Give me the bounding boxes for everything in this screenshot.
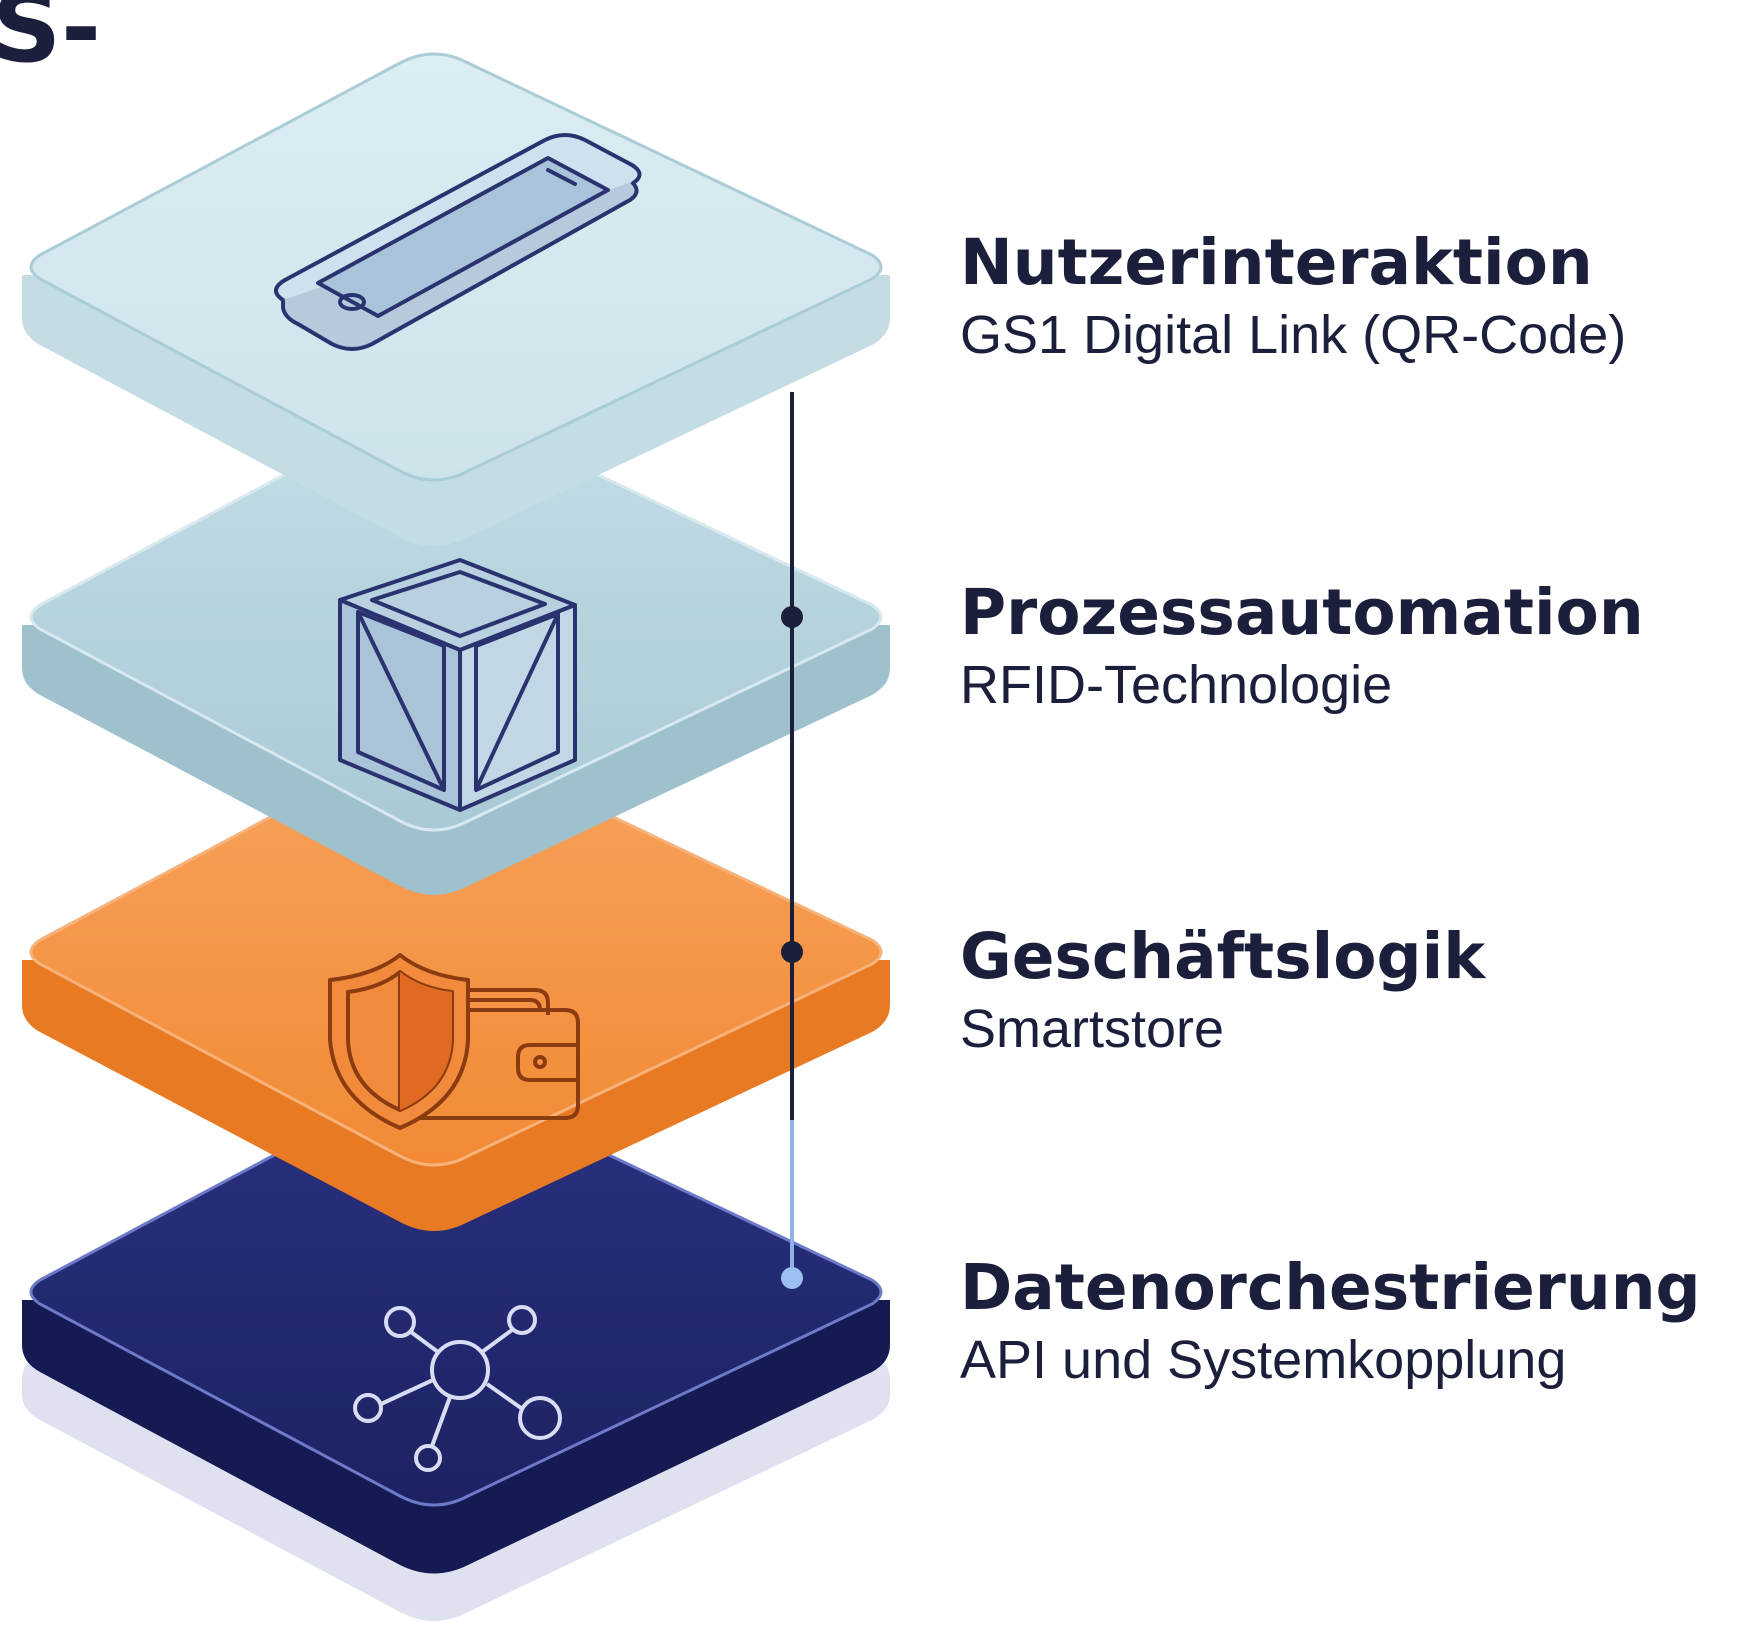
layer-label-datenorchestrierung: Datenorchestrierung API und Systemkopplu… (960, 1253, 1701, 1393)
connector-dot (781, 606, 803, 628)
layer-title: Datenorchestrierung (960, 1251, 1701, 1324)
layer-geschaeftslogik (22, 737, 890, 1231)
network-hub-icon (353, 1305, 562, 1472)
smartphone-icon (274, 133, 642, 351)
shield-wallet-icon (328, 953, 580, 1130)
connector-dot (781, 941, 803, 963)
layer-title: Geschäftslogik (960, 920, 1486, 993)
crate-icon (338, 558, 577, 812)
layer-subtitle: API und Systemkopplung (960, 1330, 1567, 1391)
layer-subtitle: Smartstore (960, 999, 1225, 1060)
layer-subtitle: RFID-Technologie (960, 655, 1393, 716)
layer-prozessautomation (22, 402, 890, 895)
layer-label-nutzerinteraktion: Nutzerinteraktion GS1 Digital Link (QR-C… (960, 228, 1626, 368)
layer-subtitle: GS1 Digital Link (QR-Code) (960, 305, 1627, 366)
connector-dot (781, 1267, 803, 1289)
connector-line (781, 392, 803, 1289)
layer-label-prozessautomation: Prozessautomation RFID-Technologie (960, 578, 1644, 718)
layer-datenorchestrierung (22, 1077, 890, 1621)
layer-title: Nutzerinteraktion (960, 226, 1593, 299)
layer-title: Prozessautomation (960, 576, 1644, 649)
layer-nutzerinteraktion (22, 52, 890, 546)
title-fragment: S- (0, 0, 101, 84)
layer-label-geschaeftslogik: Geschäftslogik Smartstore (960, 922, 1485, 1062)
